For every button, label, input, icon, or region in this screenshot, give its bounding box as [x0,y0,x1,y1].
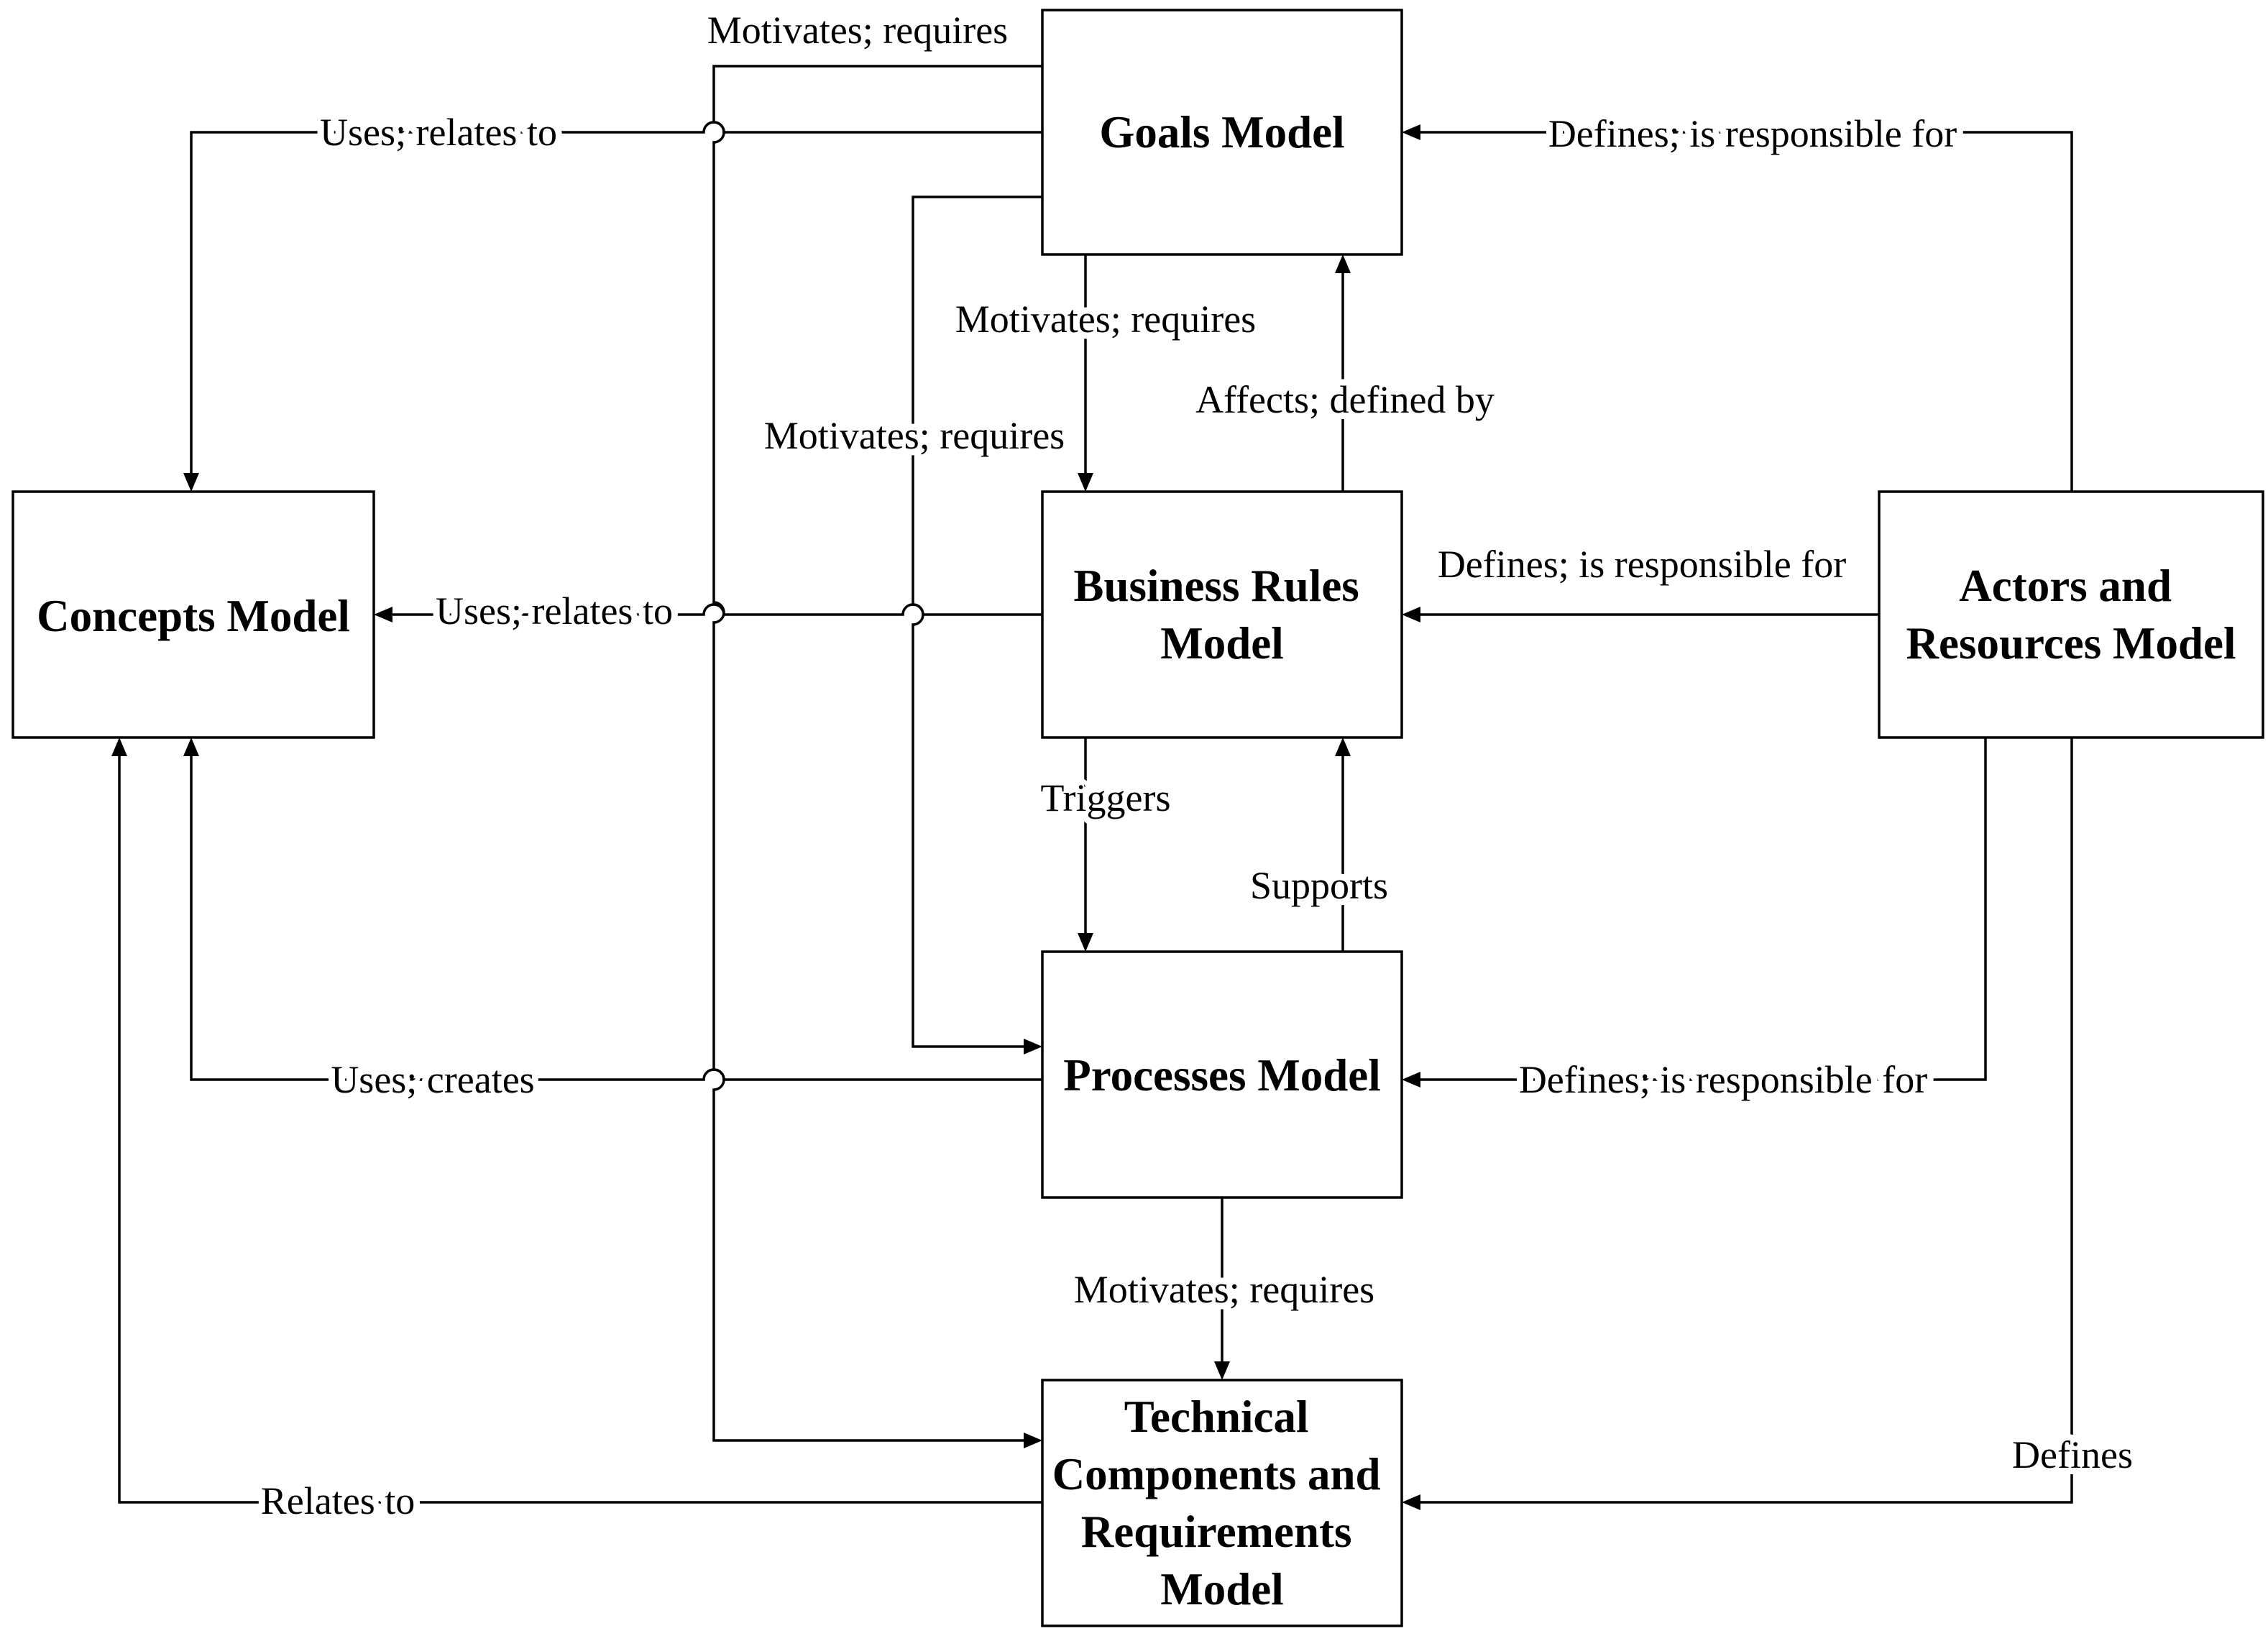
label-actors-processes: Defines; is responsible for [1519,1058,1927,1101]
concepts-model-title: Concepts Model [37,591,350,641]
arrowhead-concepts-top [183,473,199,492]
edge-rules-concepts [388,603,1042,616]
arrowhead-rules-top [1078,473,1093,492]
business-rules-model-box [1041,490,1403,739]
edge-processes-concepts [190,750,1042,1081]
label-goals-processes: Motivates; requires [764,414,1065,457]
edge-actors-goals [1413,131,2073,492]
arrowhead-concepts-right [374,607,392,622]
edge-actors-processes [1418,737,1987,1081]
arrowhead-technical-left-upper [1024,1433,1042,1448]
processes-model-box [1041,950,1403,1199]
technical-components-model-box [1041,1379,1403,1627]
edge-technical-concepts [118,750,1042,1504]
edge-goals-concepts [190,121,1042,477]
actors-resources-model-title: Actors and Resources Model [1906,561,2236,668]
label-goals-technical: Motivates; requires [707,9,1008,52]
label-actors-rules: Defines; is responsible for [1438,543,1846,586]
edge-goals-technical [712,65,1042,1442]
label-goals-concepts: Uses; relates to [320,111,557,154]
technical-components-model-title: Technical Components and Requirements Mo… [1052,1392,1392,1614]
processes-model-title: Processes Model [1063,1050,1380,1100]
label-technical-concepts: Relates to [261,1479,415,1522]
arrowhead-processes-left [1024,1039,1042,1054]
label-actors-goals: Defines; is responsible for [1548,112,1957,155]
label-rules-goals: Affects; defined by [1195,378,1495,421]
arrowhead-technical-top [1214,1361,1230,1380]
edge-actors-technical [1418,737,2073,1504]
arrowhead-goals-bottom [1335,254,1351,273]
label-rules-concepts: Uses; relates to [436,589,673,633]
label-rules-processes: Triggers [1040,776,1170,819]
label-actors-technical: Defines [2012,1433,2133,1476]
actors-resources-model-box [1878,490,2264,739]
arrowhead-concepts-bottom-right [183,737,199,756]
arrowhead-concepts-bottom-left [111,737,127,756]
arrowhead-rules-right [1402,607,1420,622]
arrowhead-processes-right [1402,1072,1420,1088]
arrowhead-rules-bottom [1335,737,1351,756]
arrowhead-goals-right [1402,124,1420,140]
arrowhead-technical-right [1402,1494,1420,1510]
goals-model-title: Goals Model [1099,107,1344,157]
arrowhead-processes-top [1078,933,1093,952]
goals-model-box [1041,9,1403,256]
label-goals-rules: Motivates; requires [955,298,1256,341]
label-processes-rules: Supports [1250,864,1388,907]
concepts-model-box [12,490,375,739]
label-processes-technical: Motivates; requires [1074,1268,1374,1311]
label-processes-concepts: Uses; creates [331,1058,534,1101]
business-rules-model-title: Business Rules Model [1073,561,1370,668]
